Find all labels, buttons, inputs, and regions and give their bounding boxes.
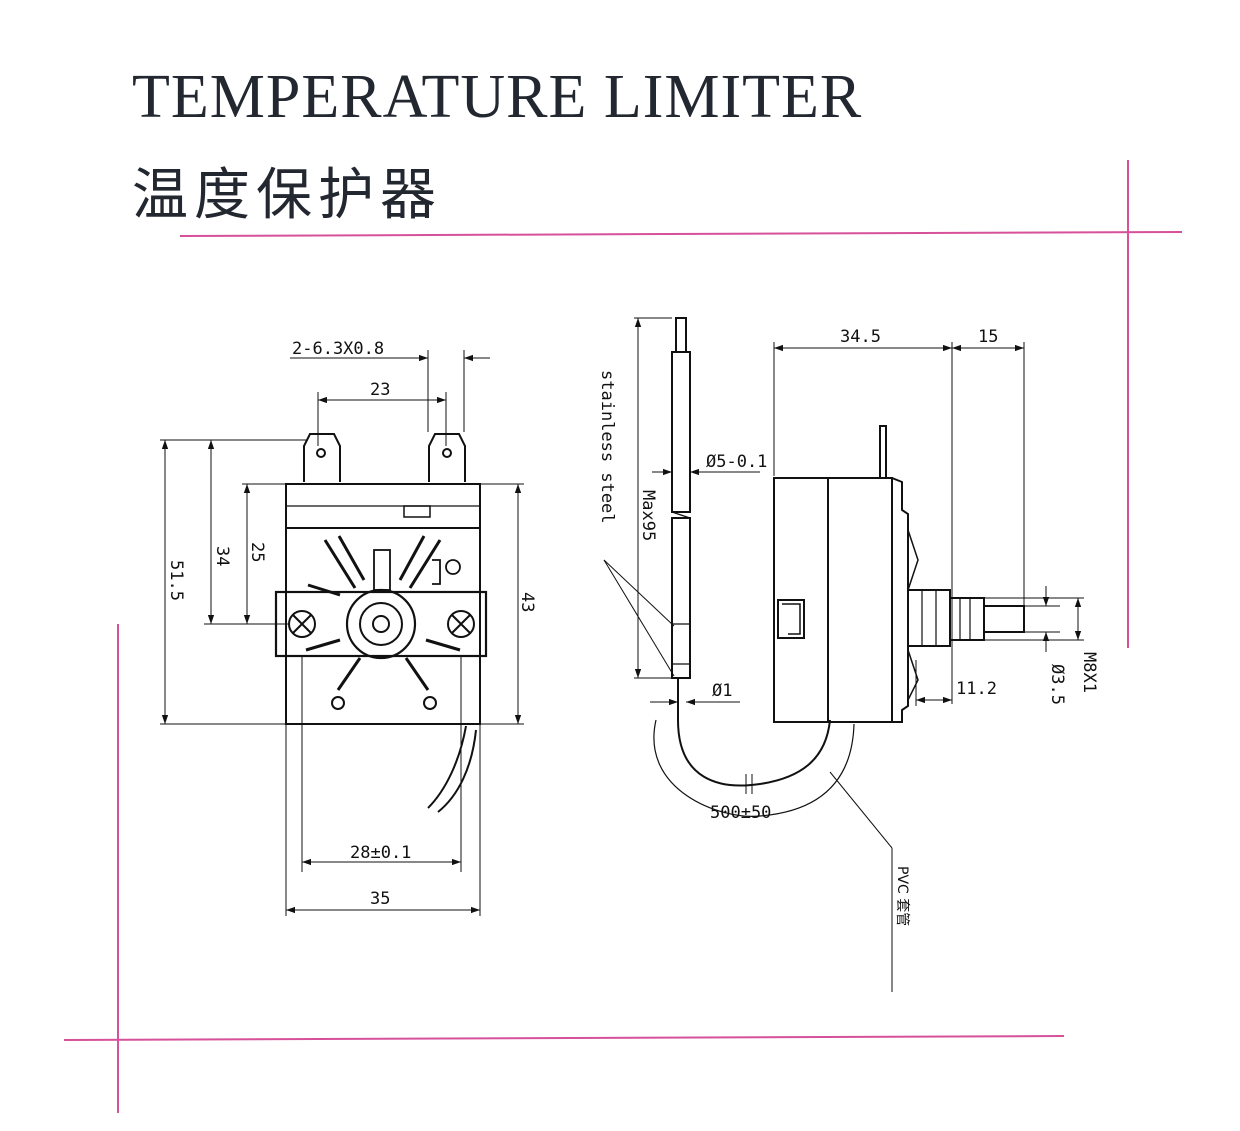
dim-bulb-diameter: Ø5-0.1 <box>706 452 767 472</box>
dim-capillary-length: 500±50 <box>710 803 771 823</box>
thread <box>949 597 985 641</box>
dim-body-length: 34.5 <box>840 327 881 347</box>
shaft <box>983 605 1025 633</box>
capillary-tube <box>677 678 831 787</box>
title-chinese: 温度保护器 <box>132 163 442 228</box>
guide-lines <box>63 160 1183 1113</box>
label-material: stainless steel <box>597 370 617 524</box>
dim-shaft-diameter: Ø3.5 <box>1047 664 1067 705</box>
side-view <box>653 317 1025 817</box>
front-view <box>274 433 488 813</box>
dim-shaft-length: 15 <box>978 327 998 347</box>
hub <box>345 588 417 660</box>
dim-capillary-diameter: Ø1 <box>712 681 732 701</box>
body <box>285 527 481 725</box>
mounting-nut <box>907 589 951 647</box>
dim-height-43: 43 <box>517 592 537 612</box>
dim-height-51-5: 51.5 <box>166 560 186 601</box>
terminal-left <box>303 433 341 482</box>
side-body <box>773 477 893 723</box>
label-capillary-sheath: PVC 套管 <box>894 866 910 926</box>
spring-spokes <box>305 535 461 691</box>
dim-height-25: 25 <box>247 542 267 562</box>
sensor-bulb <box>671 317 691 679</box>
dim-thread-length: 11.2 <box>956 679 997 699</box>
side-plate <box>891 477 909 723</box>
front-view-dimension-lines <box>160 350 524 916</box>
screw-left <box>288 610 316 638</box>
screw-right <box>447 610 475 638</box>
dim-width: 35 <box>370 889 390 909</box>
dim-thread: M8X1 <box>1079 652 1099 693</box>
side-view-dimension-lines <box>603 317 1084 992</box>
dim-height-34: 34 <box>212 546 232 566</box>
dim-mount-spacing: 28±0.1 <box>350 843 411 863</box>
mounting-bar <box>274 590 488 658</box>
dim-terminal-spacing: 23 <box>370 380 390 400</box>
capillary-stub <box>427 725 477 813</box>
terminal-right <box>428 433 466 482</box>
dim-terminal: 2-6.3X0.8 <box>292 339 384 359</box>
dim-bulb-length: Max95 <box>638 490 658 541</box>
title-english: TEMPERATURE LIMITER <box>132 63 863 131</box>
